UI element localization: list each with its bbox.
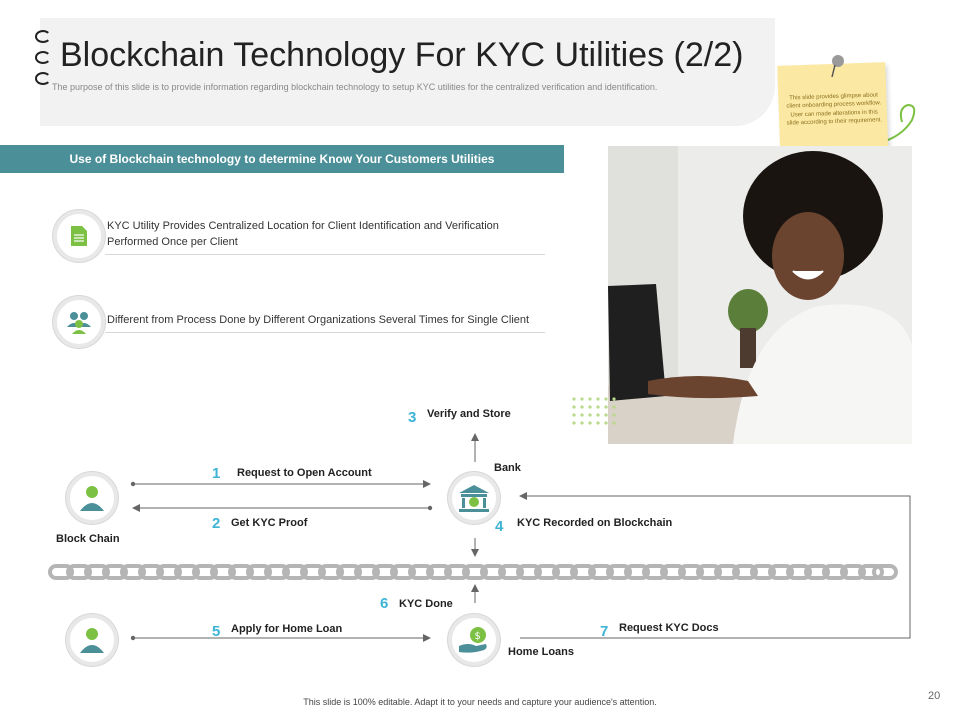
bullet-2-icon-circle bbox=[53, 296, 105, 348]
home-loans-node-label: Home Loans bbox=[508, 646, 575, 658]
step-3-number: 3 bbox=[408, 409, 417, 426]
money-hand-icon: $ bbox=[459, 627, 487, 653]
page-number: 20 bbox=[928, 690, 941, 702]
person-icon bbox=[80, 628, 104, 653]
section-banner: Use of Blockchain technology to determin… bbox=[0, 145, 564, 173]
bullet-1-line2: Performed Once per Client bbox=[107, 236, 238, 248]
svg-text:$: $ bbox=[475, 631, 481, 642]
divider bbox=[105, 254, 545, 255]
binder-ring-icon bbox=[35, 51, 51, 64]
step-5-label: Apply for Home Loan bbox=[231, 623, 343, 635]
binder-ring-icon bbox=[35, 72, 51, 85]
bullet-1-icon-circle bbox=[53, 210, 105, 262]
dotted-pattern-decoration bbox=[572, 397, 616, 425]
binder-ring-icon bbox=[35, 30, 51, 43]
step-6-label: KYC Done bbox=[399, 598, 453, 610]
footer-text: This slide is 100% editable. Adapt it to… bbox=[303, 697, 657, 707]
bullet-2-text: Different from Process Done by Different… bbox=[107, 314, 530, 326]
bullet-1-line1: KYC Utility Provides Centralized Locatio… bbox=[107, 220, 499, 232]
bank-node-label: Bank bbox=[494, 462, 521, 474]
step-3-label: Verify and Store bbox=[427, 408, 511, 420]
step-7-label: Request KYC Docs bbox=[619, 622, 719, 634]
title-background bbox=[40, 18, 775, 126]
step-7-number: 7 bbox=[600, 623, 609, 640]
home-loans-node-icon-circle: $ bbox=[448, 614, 500, 666]
bullet-1-text: KYC Utility Provides Centralized Locatio… bbox=[107, 218, 577, 250]
page-subtitle: The purpose of this slide is to provide … bbox=[52, 82, 658, 92]
photo-illustration bbox=[608, 146, 912, 444]
step-1-number: 1 bbox=[212, 465, 221, 482]
step-6-number: 6 bbox=[380, 595, 389, 612]
step-5-number: 5 bbox=[212, 623, 221, 640]
step-2-number: 2 bbox=[212, 515, 221, 532]
step-4-label: KYC Recorded on Blockchain bbox=[517, 517, 673, 529]
step-4-number: 4 bbox=[495, 518, 504, 535]
home-loan-applicant-icon-circle bbox=[66, 614, 118, 666]
blockchain-chain-graphic bbox=[48, 564, 898, 580]
page-title: Blockchain Technology For KYC Utilities … bbox=[60, 36, 744, 74]
document-icon bbox=[71, 226, 87, 246]
arrow-step-7 bbox=[519, 492, 911, 639]
divider bbox=[105, 332, 545, 333]
people-icon bbox=[67, 312, 91, 334]
paperclip-decoration-icon bbox=[869, 103, 916, 146]
step-2-label: Get KYC Proof bbox=[231, 517, 308, 529]
blockchain-node-label: Block Chain bbox=[56, 533, 120, 545]
bank-icon bbox=[459, 485, 489, 512]
woman-laptop-photo bbox=[608, 146, 912, 444]
bank-node-icon-circle bbox=[448, 472, 500, 524]
pin-icon bbox=[831, 55, 844, 78]
blockchain-node-icon-circle bbox=[66, 472, 118, 524]
person-icon bbox=[80, 486, 104, 511]
step-1-label: Request to Open Account bbox=[237, 467, 372, 479]
